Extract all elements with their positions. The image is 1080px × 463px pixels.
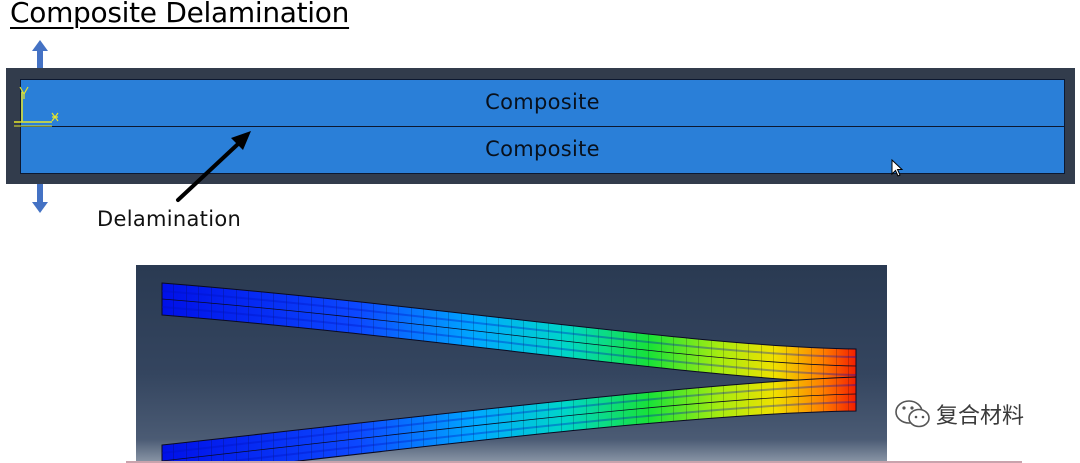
coordinate-triad-icon [14,86,59,127]
watermark-text: 复合材料 [936,404,1025,429]
up-arrow-icon [32,40,48,70]
delamination-pointer-arrow [176,131,251,202]
simulation-result-panel [136,265,887,463]
divider-line [126,461,1022,463]
delamination-label: Delamination [97,207,242,231]
load-arrows [32,40,48,213]
watermark: 复合材料 [892,396,1052,432]
wechat-icon [895,400,930,428]
mouse-cursor-icon [891,159,904,177]
composite-label-bottom: Composite [485,137,600,161]
page-title: Composite Delamination [10,0,350,29]
deformed-mesh [161,282,857,463]
composite-label-top: Composite [485,90,600,114]
down-arrow-icon [32,183,48,213]
composite-layer-bottom: Composite [20,126,1065,174]
